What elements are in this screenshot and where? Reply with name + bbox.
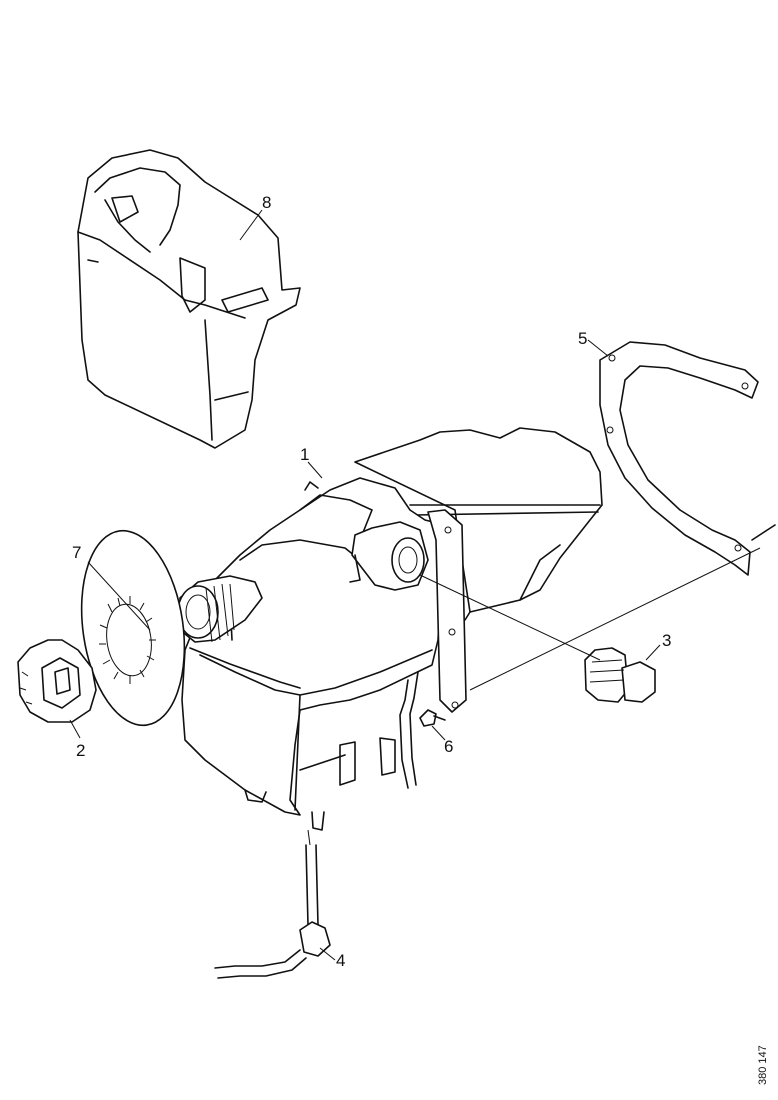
callout-8: 8 (262, 193, 271, 212)
part-4-hose (214, 844, 331, 979)
part-7-gasket (80, 529, 186, 727)
part-2-cap (17, 639, 97, 723)
callout-6: 6 (444, 737, 453, 756)
callout-7: 7 (72, 543, 81, 562)
part-5-strap (599, 341, 776, 576)
callout-2: 2 (76, 741, 85, 760)
callout-4: 4 (336, 951, 345, 970)
reference-number: 380 147 (757, 1045, 769, 1085)
part-1-tank (177, 427, 603, 831)
part-6-screw (419, 709, 446, 727)
callout-3: 3 (662, 631, 671, 650)
leader-lines (69, 209, 761, 961)
callout-labels: 8 1 7 2 3 5 6 4 (72, 193, 671, 970)
callout-5: 5 (578, 329, 587, 348)
callout-1: 1 (300, 445, 309, 464)
part-3-plug (584, 647, 656, 703)
part-8-cover (77, 149, 301, 449)
